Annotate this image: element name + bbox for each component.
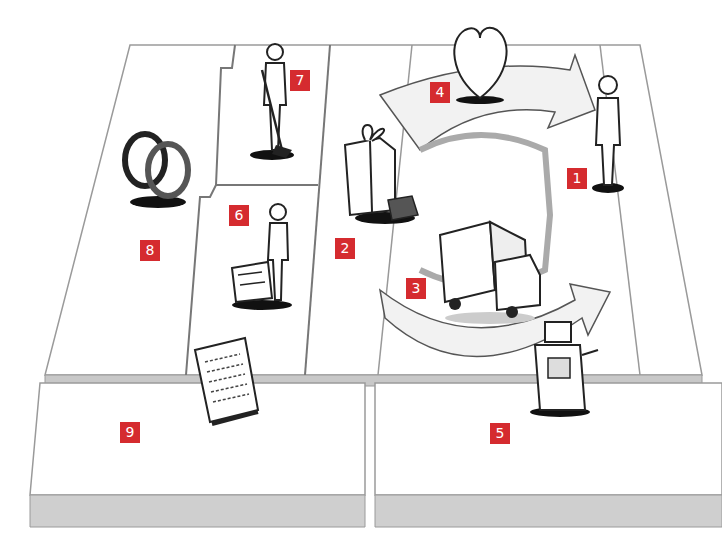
- gift-box: [345, 138, 395, 215]
- divider: [600, 45, 640, 375]
- ring: [148, 144, 188, 196]
- shadow: [445, 312, 535, 324]
- callout-number: 9: [120, 422, 140, 443]
- document-edge: [212, 412, 258, 424]
- person-head: [270, 204, 286, 220]
- divider: [186, 45, 235, 375]
- callout-number: 2: [335, 238, 355, 259]
- ring: [125, 134, 165, 186]
- callout-number: 3: [406, 278, 426, 299]
- person-body: [596, 98, 620, 185]
- register-body: [535, 345, 585, 410]
- truck-cab: [495, 255, 540, 310]
- crate-lines: [238, 272, 265, 285]
- callout-number: 8: [140, 240, 160, 261]
- person-head: [267, 44, 283, 60]
- gift-ribbon: [370, 141, 372, 212]
- register-keys: [548, 358, 570, 378]
- device: [388, 196, 418, 220]
- truck-box: [440, 222, 495, 302]
- document-lines: [205, 354, 249, 402]
- divider: [305, 45, 330, 375]
- crate: [232, 262, 272, 302]
- heart-symbol: [454, 28, 506, 98]
- callout-number: 6: [229, 205, 249, 226]
- person-head: [599, 76, 617, 94]
- callout-number: 4: [430, 82, 450, 103]
- gift-bow: [363, 125, 385, 141]
- shovel: [262, 70, 282, 150]
- register-screen: [545, 322, 571, 342]
- person-body: [264, 63, 286, 150]
- wheel: [506, 306, 518, 318]
- shovel-blade: [272, 145, 292, 158]
- callout-number: 5: [490, 423, 510, 444]
- wheel: [449, 298, 461, 310]
- document: [195, 338, 258, 422]
- upper-panel: [45, 45, 702, 375]
- cost-panel: [30, 383, 365, 495]
- callout-number: 7: [290, 70, 310, 91]
- register-lever: [582, 350, 598, 355]
- panel-edge: [375, 495, 722, 527]
- divider: [216, 184, 318, 186]
- callout-number: 1: [567, 168, 587, 189]
- shadow: [130, 196, 186, 208]
- panel-edge: [30, 495, 365, 527]
